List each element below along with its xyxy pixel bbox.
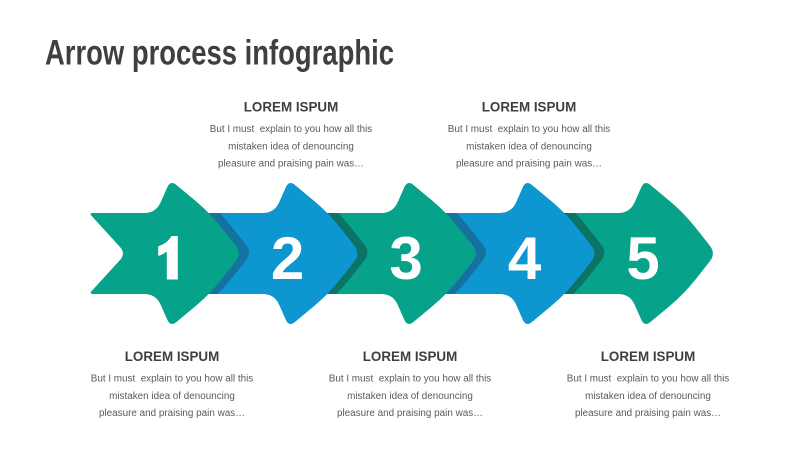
- svg-text:But I must explain to you how: But I must explain to you how all this: [567, 374, 730, 385]
- svg-text:3: 3: [389, 225, 422, 292]
- svg-text:mistaken idea of denouncing: mistaken idea of denouncing: [228, 141, 354, 152]
- svg-text:LOREM ISPUM: LOREM ISPUM: [244, 100, 338, 115]
- svg-text:But I must explain to you how: But I must explain to you how all this: [448, 124, 611, 135]
- svg-text:pleasure and praising pain was: pleasure and praising pain was…: [337, 408, 483, 419]
- svg-text:mistaken idea of denouncing: mistaken idea of denouncing: [347, 391, 473, 402]
- svg-text:mistaken idea of denouncing: mistaken idea of denouncing: [109, 391, 235, 402]
- svg-text:5: 5: [626, 225, 659, 292]
- svg-text:pleasure and praising pain was: pleasure and praising pain was…: [99, 408, 245, 419]
- svg-text:4: 4: [508, 225, 542, 292]
- svg-text:LOREM ISPUM: LOREM ISPUM: [363, 349, 457, 364]
- svg-text:pleasure and praising pain was: pleasure and praising pain was…: [456, 159, 602, 170]
- svg-text:LOREM ISPUM: LOREM ISPUM: [125, 349, 219, 364]
- svg-text:pleasure and praising pain was: pleasure and praising pain was…: [218, 159, 364, 170]
- svg-text:mistaken idea of denouncing: mistaken idea of denouncing: [585, 391, 711, 402]
- svg-text:LOREM ISPUM: LOREM ISPUM: [482, 100, 576, 115]
- svg-text:2: 2: [271, 225, 304, 292]
- svg-text:Arrow process infographic: Arrow process infographic: [45, 33, 394, 73]
- svg-text:But I must explain to you how: But I must explain to you how all this: [91, 374, 254, 385]
- svg-text:But I must explain to you how: But I must explain to you how all this: [329, 374, 492, 385]
- svg-text:pleasure and praising pain was: pleasure and praising pain was…: [575, 408, 721, 419]
- svg-text:LOREM ISPUM: LOREM ISPUM: [601, 349, 695, 364]
- svg-text:mistaken idea of denouncing: mistaken idea of denouncing: [466, 141, 592, 152]
- svg-text:But I must explain to you how: But I must explain to you how all this: [210, 124, 373, 135]
